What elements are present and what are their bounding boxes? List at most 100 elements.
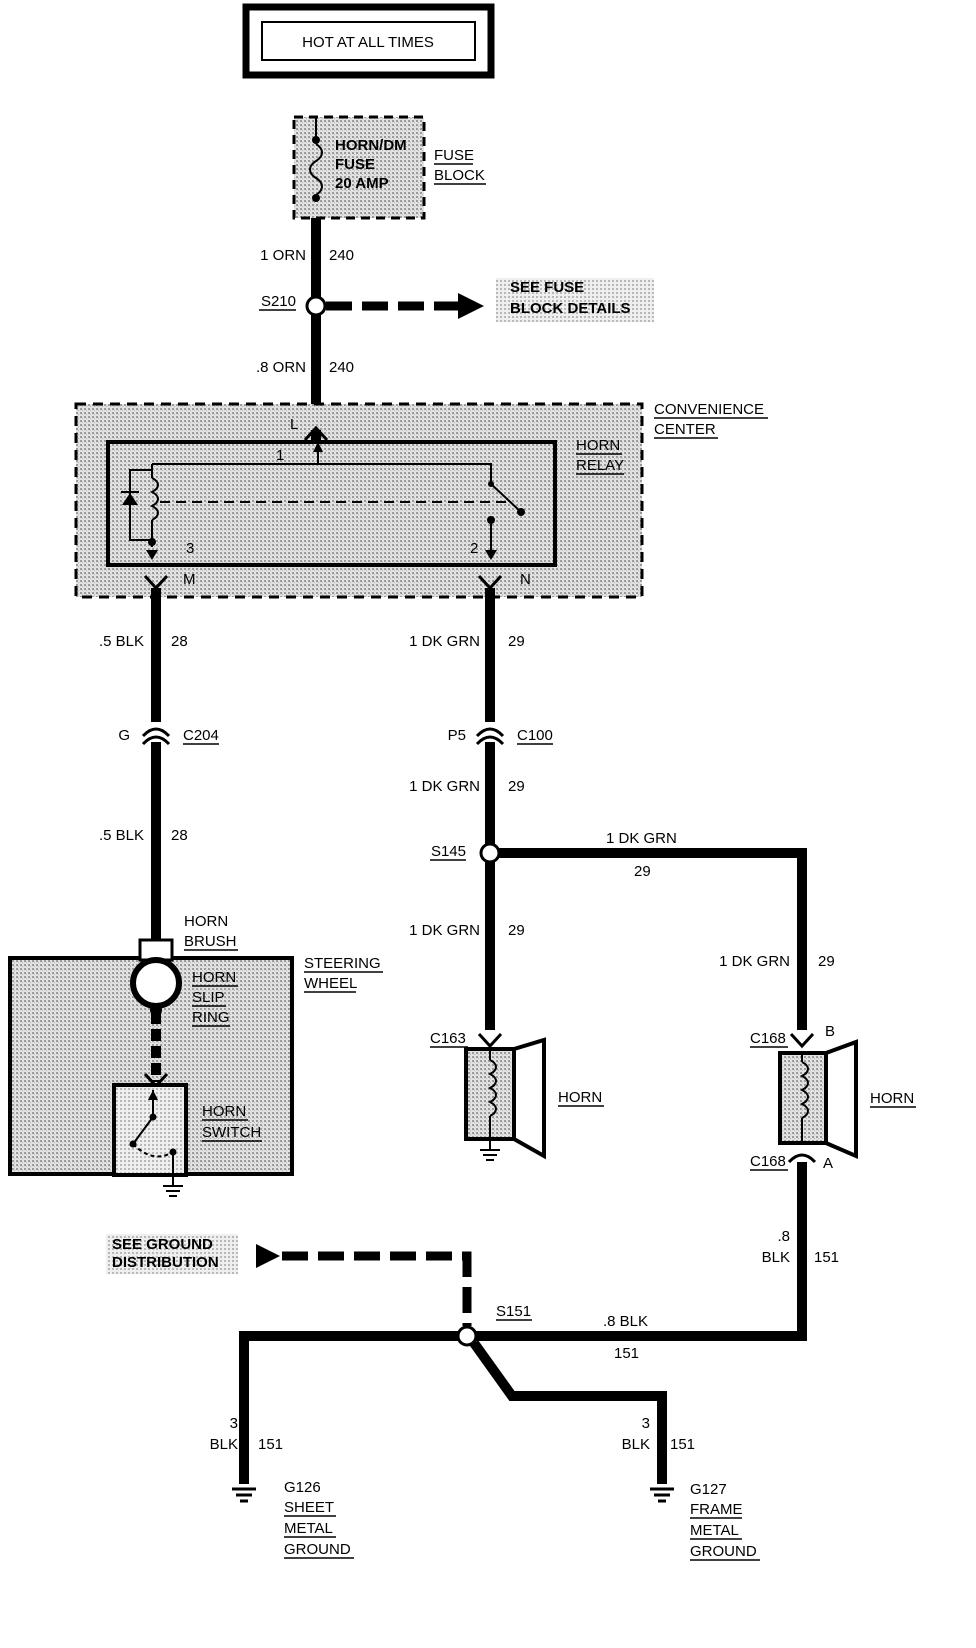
- w29-a-gauge: 1 DK GRN: [409, 633, 480, 650]
- w151-r-circuit: 151: [814, 1249, 839, 1266]
- diode-icon: [122, 493, 138, 505]
- see-fuse-line-1: SEE FUSE: [510, 279, 584, 296]
- c204-connector: [141, 727, 171, 738]
- horn-right-label: HORN: [870, 1090, 914, 1107]
- w151-m-color: BLK: [622, 1436, 650, 1453]
- brush-label-2: BRUSH: [184, 933, 237, 950]
- ground-g127: [650, 1487, 674, 1503]
- circuit-29: [475, 588, 807, 1030]
- horn-slip-ring: [130, 957, 182, 1009]
- w151-m-gauge: 3: [642, 1415, 650, 1432]
- w29-h-circuit: 29: [634, 863, 651, 880]
- w151-r-gauge: .8: [777, 1228, 790, 1245]
- w29-r-gauge: 1 DK GRN: [719, 953, 790, 970]
- w151-l-color: BLK: [210, 1436, 238, 1453]
- cc-label-2: CENTER: [654, 421, 716, 438]
- c168-top-label: C168: [750, 1030, 786, 1047]
- cc-label-1: CONVENIENCE: [654, 401, 764, 418]
- w151-l-circuit: 151: [258, 1436, 283, 1453]
- horn-left-label: HORN: [558, 1089, 602, 1106]
- splice-s145: [479, 842, 501, 864]
- w29-a-circuit: 29: [508, 633, 525, 650]
- horn-left-icon: [512, 1037, 546, 1160]
- w29-b-gauge: 1 DK GRN: [409, 778, 480, 795]
- fuse-type: FUSE: [335, 156, 375, 173]
- title-label: HOT AT ALL TIMES: [302, 34, 434, 51]
- w240-top-circuit: 240: [329, 247, 354, 264]
- w240-top-gauge: 1 ORN: [260, 247, 306, 264]
- horn-right-pin-b: B: [825, 1023, 835, 1040]
- w28-bot-circuit: 28: [171, 827, 188, 844]
- g126-line-4: GROUND: [284, 1541, 351, 1558]
- fuse-block: HORN/DM FUSE 20 AMP: [292, 115, 426, 220]
- circuit-240: [305, 218, 327, 430]
- see-ground-line-1: SEE GROUND: [112, 1236, 213, 1253]
- g126-line-1: G126: [284, 1479, 321, 1496]
- g127-line-4: GROUND: [690, 1543, 757, 1560]
- sw-label-2: WHEEL: [304, 975, 357, 992]
- g126-line-3: METAL: [284, 1520, 333, 1537]
- w28-top-circuit: 28: [171, 633, 188, 650]
- w29-h-gauge: 1 DK GRN: [606, 830, 677, 847]
- c204-label: C204: [183, 727, 219, 744]
- w151-h-circuit: 151: [614, 1345, 639, 1362]
- terminal-l: [303, 425, 329, 442]
- w151-l-gauge: 3: [230, 1415, 238, 1432]
- w29-c-gauge: 1 DK GRN: [409, 922, 480, 939]
- fuse-name: HORN/DM: [335, 137, 407, 154]
- w28-bot-gauge: .5 BLK: [99, 827, 144, 844]
- s145-label: S145: [431, 843, 466, 860]
- g126-line-2: SHEET: [284, 1499, 334, 1516]
- relay-coil-icon: [149, 477, 159, 521]
- horn-relay: 1 3 2: [106, 440, 557, 567]
- w151-h-gauge: .8 BLK: [603, 1313, 648, 1330]
- c100-label: C100: [517, 727, 553, 744]
- c163-label: C163: [430, 1030, 466, 1047]
- splice-s151: [456, 1325, 478, 1347]
- s210-label: S210: [261, 293, 296, 310]
- see-fuse-arrow: [326, 293, 484, 319]
- see-fuse-line-2: BLOCK DETAILS: [510, 300, 631, 317]
- c204-pin: G: [118, 727, 130, 744]
- circuit-28: [141, 588, 171, 944]
- term-n-label: N: [520, 571, 531, 588]
- fuse-rating: 20 AMP: [335, 175, 389, 192]
- horn-switch: [112, 1083, 188, 1197]
- relay-label-2: RELAY: [576, 457, 624, 474]
- fuse-block-label-2: BLOCK: [434, 167, 485, 184]
- w29-r-circuit: 29: [818, 953, 835, 970]
- w151-m-circuit: 151: [670, 1436, 695, 1453]
- fuse-block-label-1: FUSE: [434, 147, 474, 164]
- slip-label-2: SLIP: [192, 989, 225, 1006]
- power-source-box: HOT AT ALL TIMES: [242, 3, 495, 79]
- w240-bot-circuit: 240: [329, 359, 354, 376]
- see-ground-arrow: [256, 1244, 472, 1326]
- s151-label: S151: [496, 1303, 531, 1320]
- w29-b-circuit: 29: [508, 778, 525, 795]
- horn-right-icon: [824, 1039, 858, 1160]
- sw-label-1: STEERING: [304, 955, 381, 972]
- g127-line-2: FRAME: [690, 1501, 743, 1518]
- relay-pin-3: 3: [186, 540, 194, 557]
- fuse-icon: [309, 143, 323, 196]
- horn-right-pin-a: A: [823, 1155, 833, 1172]
- circuit-151: [239, 1162, 807, 1484]
- w28-top-gauge: .5 BLK: [99, 633, 144, 650]
- w151-r-color: BLK: [762, 1249, 790, 1266]
- w29-c-circuit: 29: [508, 922, 525, 939]
- switch-label-2: SWITCH: [202, 1124, 261, 1141]
- c168-bot-label: C168: [750, 1153, 786, 1170]
- relay-label-1: HORN: [576, 437, 620, 454]
- relay-pin-2: 2: [470, 540, 478, 557]
- horn-right: [778, 1039, 858, 1160]
- switch-label-1: HORN: [202, 1103, 246, 1120]
- relay-pin-1: 1: [276, 447, 284, 464]
- c100-connector: [475, 727, 505, 738]
- g127-line-3: METAL: [690, 1522, 739, 1539]
- c100-pin: P5: [448, 727, 466, 744]
- w240-bot-gauge: .8 ORN: [256, 359, 306, 376]
- see-ground-line-2: DISTRIBUTION: [112, 1254, 219, 1271]
- slip-label-3: RING: [192, 1009, 230, 1026]
- term-m-label: M: [183, 571, 196, 588]
